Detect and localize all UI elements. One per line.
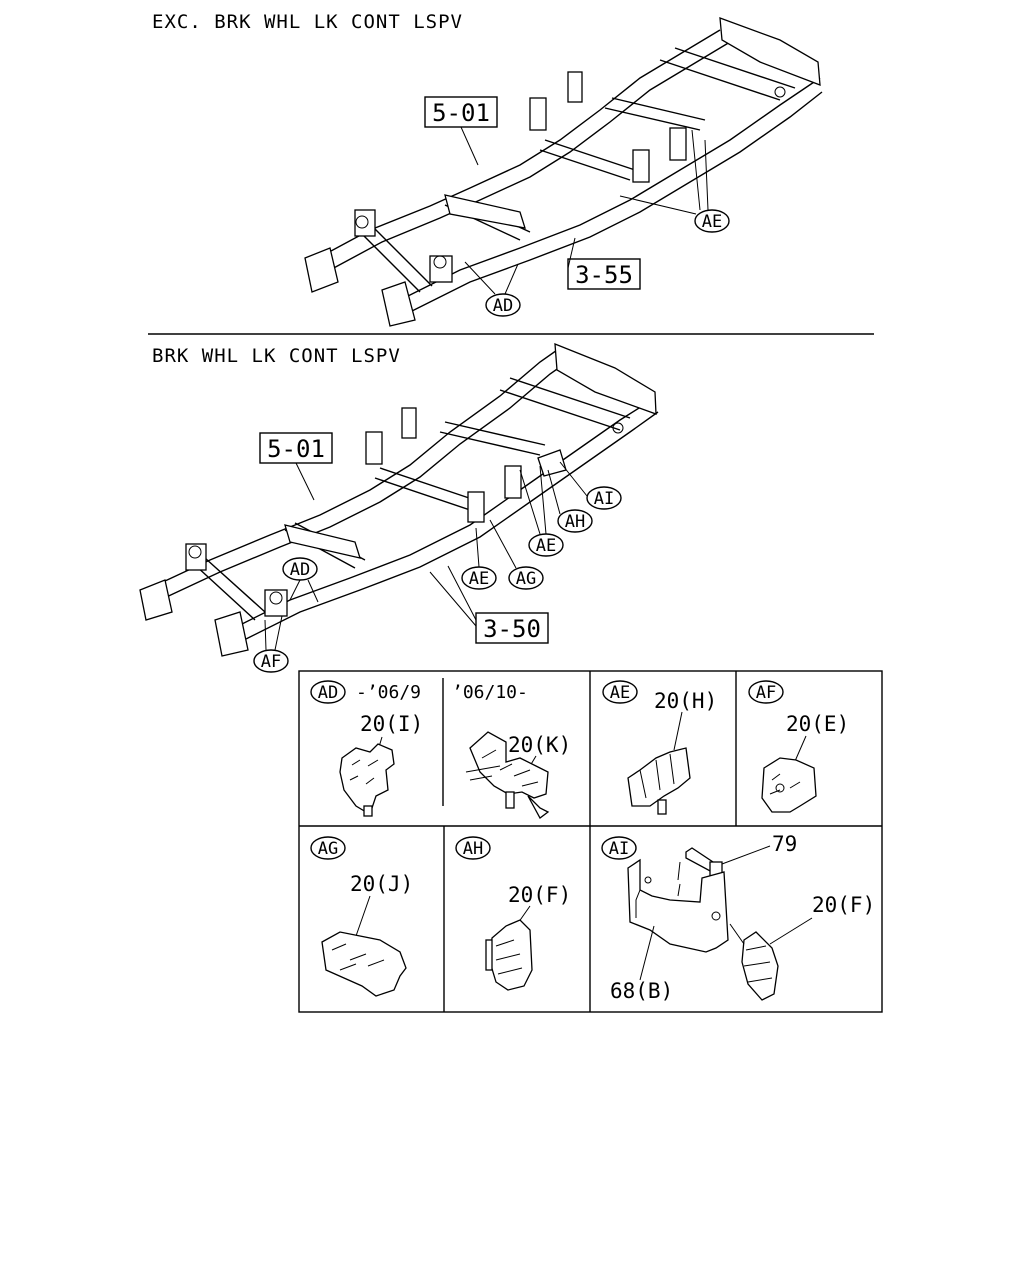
- callout-label: 20(F): [812, 893, 875, 917]
- callout-label: 20(I): [360, 712, 423, 736]
- frame-drawing-1: [304, 17, 823, 327]
- marker-label: AH: [463, 839, 483, 859]
- callout-label: 20(H): [654, 689, 717, 713]
- marker-label: AD: [318, 683, 338, 703]
- detail-panel-ag: AG 20(J): [310, 836, 413, 997]
- callout-label: 79: [772, 832, 797, 856]
- period-label: ’06/10-: [452, 682, 528, 703]
- frame-drawing-2: [139, 343, 659, 657]
- marker-label: AG: [318, 839, 338, 859]
- callout-label: 68(B): [610, 979, 673, 1003]
- marker-label: AD: [493, 296, 513, 316]
- callout-label: 20(J): [350, 872, 413, 896]
- marker-label: AI: [609, 839, 629, 859]
- period-label: -’06/9: [356, 682, 421, 703]
- marker-ellipse: [586, 486, 622, 510]
- marker-ellipse: [485, 293, 521, 317]
- detail-panel-ad: AD -’06/9 20(I): [310, 680, 423, 817]
- callout-label: 20(K): [508, 733, 571, 757]
- detail-panel-ae: AE 20(H): [602, 680, 717, 815]
- marker-label: AE: [469, 569, 489, 589]
- marker-label: AE: [610, 683, 630, 703]
- section-2-title: BRK WHL LK CONT LSPV: [152, 345, 401, 367]
- marker-ellipse: [557, 509, 593, 533]
- detail-panel-ai: AI 79 20(F) 68(B): [601, 832, 875, 1003]
- marker-label: AH: [565, 512, 585, 532]
- section-1-title: EXC. BRK WHL LK CONT LSPV: [152, 11, 463, 33]
- marker-label: AE: [536, 536, 556, 556]
- callout-label: 20(F): [508, 883, 571, 907]
- marker-ellipse: [694, 209, 730, 233]
- detail-panel-k: ’06/10- 20(K): [452, 682, 571, 819]
- part-ref-label: 5-01: [267, 435, 325, 463]
- marker-label: AD: [290, 560, 310, 580]
- detail-table: [298, 670, 883, 1013]
- marker-label: AG: [516, 569, 536, 589]
- callout-label: 20(E): [786, 712, 849, 736]
- marker-ellipse: [253, 649, 289, 673]
- marker-label: AE: [702, 212, 722, 232]
- part-ref-label: 3-50: [483, 615, 541, 643]
- marker-ellipse: [508, 566, 544, 590]
- part-ref-box: [475, 612, 549, 644]
- marker-label: AF: [261, 652, 281, 672]
- part-ref-label: 5-01: [432, 99, 490, 127]
- part-ref-label: 3-55: [575, 261, 633, 289]
- marker-label: AF: [756, 683, 776, 703]
- marker-label: AI: [594, 489, 614, 509]
- detail-panel-ah: AH 20(F): [455, 836, 571, 991]
- detail-panel-af: AF 20(E): [748, 680, 849, 813]
- part-ref-box: [567, 258, 641, 290]
